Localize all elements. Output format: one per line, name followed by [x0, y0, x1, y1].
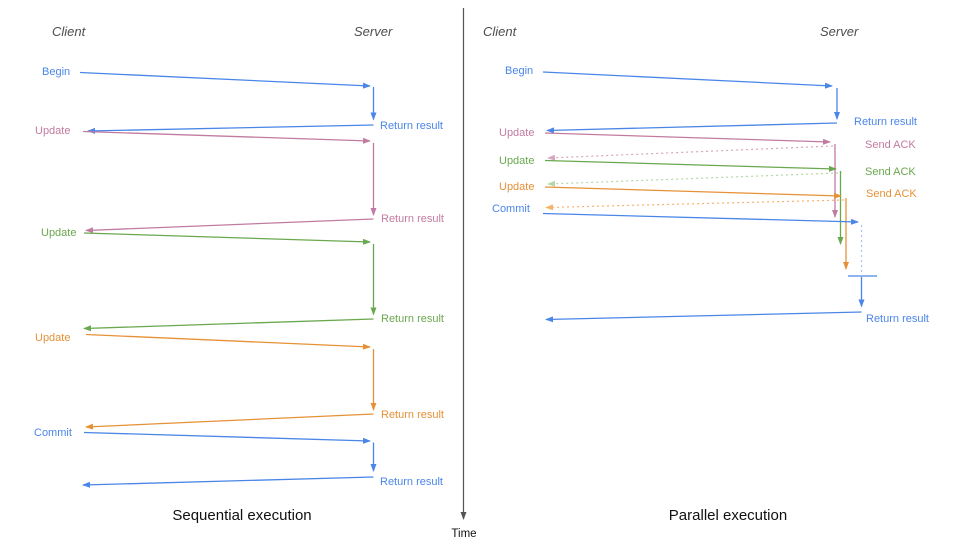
- request-line: [83, 232, 371, 245]
- update-label: Update: [499, 127, 534, 139]
- message-update3-left: Update Return result: [35, 332, 444, 430]
- request-line: [542, 212, 859, 225]
- message-commit-left: Commit Return result: [34, 427, 443, 488]
- ack-dotted-line: [545, 199, 845, 211]
- time-axis-label: Time: [451, 528, 476, 540]
- message-update2-left: Update Return result: [41, 227, 444, 332]
- return-line: [85, 218, 374, 234]
- commit-label: Commit: [34, 427, 72, 439]
- request-line: [544, 132, 831, 145]
- return-result-label: Return result: [380, 120, 443, 132]
- message-begin-left: Begin Return result: [42, 66, 443, 134]
- return-line: [546, 122, 838, 134]
- return-result-label: Return result: [381, 313, 444, 325]
- message-update1-right: Update Send ACK: [499, 127, 916, 218]
- return-result-label: Return result: [866, 313, 929, 325]
- return-line: [87, 124, 374, 134]
- client-column-label-left: Client: [52, 24, 87, 39]
- update-label: Update: [35, 125, 70, 137]
- return-result-label: Return result: [381, 409, 444, 421]
- return-result-label: Return result: [854, 116, 917, 128]
- request-line: [82, 130, 371, 144]
- return-line: [82, 476, 374, 488]
- request-line: [542, 71, 833, 89]
- return-line: [85, 413, 374, 430]
- begin-label: Begin: [505, 65, 533, 77]
- caption-parallel: Parallel execution: [669, 507, 787, 524]
- request-line: [544, 159, 837, 172]
- send-ack-label: Send ACK: [866, 188, 917, 200]
- commit-label: Commit: [492, 203, 530, 215]
- message-update3-right: Update Send ACK: [499, 181, 917, 270]
- return-line: [545, 311, 862, 323]
- ack-dotted-line: [547, 172, 839, 187]
- update-label: Update: [499, 181, 534, 193]
- server-column-label-right: Server: [820, 24, 859, 39]
- return-result-label: Return result: [381, 213, 444, 225]
- time-axis: Time: [451, 8, 477, 540]
- message-update2-right: Update Send ACK: [499, 155, 916, 245]
- message-update1-left: Update Return result: [35, 125, 444, 234]
- ack-dotted-line: [547, 145, 834, 161]
- request-line: [79, 71, 371, 89]
- message-commit-right: Commit Return result: [492, 203, 929, 325]
- request-line: [85, 333, 371, 350]
- update-label: Update: [41, 227, 76, 239]
- request-line: [83, 431, 371, 444]
- update-label: Update: [499, 155, 534, 167]
- begin-label: Begin: [42, 66, 70, 78]
- update-label: Update: [35, 332, 70, 344]
- client-column-label-right: Client: [483, 24, 518, 39]
- return-result-label: Return result: [380, 476, 443, 488]
- sequential-diagram: Client Server Begin Return result Update…: [34, 24, 444, 524]
- server-column-label-left: Server: [354, 24, 393, 39]
- return-line: [83, 318, 374, 332]
- request-line: [544, 186, 842, 199]
- caption-sequential: Sequential execution: [172, 507, 311, 524]
- parallel-diagram: Client Server Begin Return result Update…: [483, 24, 929, 524]
- send-ack-label: Send ACK: [865, 166, 916, 178]
- message-begin-right: Begin Return result: [505, 65, 917, 134]
- send-ack-label: Send ACK: [865, 139, 916, 151]
